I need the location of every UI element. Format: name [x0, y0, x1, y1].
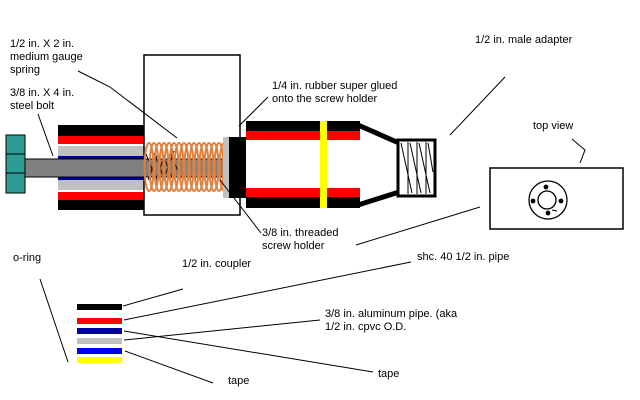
label-tape-left: tape	[228, 375, 250, 387]
left-body-blue-line-top	[58, 156, 144, 159]
label-aluminum-pipe: 3/8 in. aluminum pipe. (aka 1/2 in. cpvc…	[325, 308, 458, 333]
bolt-head	[5, 134, 26, 194]
bolt-head-body	[5, 134, 26, 194]
barrel-red-stripe-top	[246, 131, 360, 140]
leader-coupler	[122, 288, 184, 307]
leader-lines	[37, 70, 586, 384]
label-male-adapter: 1/2 in. male adapter	[475, 34, 573, 46]
label-shc-pipe: shc. 40 1/2 in. pipe	[417, 251, 510, 263]
barrel-assembly	[246, 121, 360, 208]
flange-screw-dot	[530, 198, 536, 204]
leader-male-adapter	[449, 76, 506, 136]
leader-tape-right	[123, 330, 374, 373]
left-body-red-stripe-bottom	[58, 192, 144, 200]
legend-swatch-shc-pipe	[77, 318, 122, 324]
left-body-red-stripe-top	[58, 136, 144, 144]
leader-o-ring	[39, 278, 69, 363]
label-coupler: 1/2 in. coupler	[182, 258, 252, 270]
legend-swatch-o-ring	[77, 357, 122, 363]
male-adapter-threads	[400, 142, 434, 194]
barrel-taper	[356, 122, 401, 208]
label-tape-right: tape	[378, 368, 400, 380]
label-spring: 1/2 in. X 2 in. medium gauge spring	[10, 38, 83, 76]
leader-rubber	[238, 96, 269, 127]
taper-bottom-edge	[357, 189, 400, 208]
legend	[77, 304, 122, 363]
leader-steel-bolt	[37, 113, 54, 157]
flange-mark	[551, 209, 558, 212]
flange-screw-dot	[558, 198, 564, 204]
barrel-bore	[246, 140, 360, 188]
flange-screw-dot	[543, 184, 549, 190]
leader-screw-holder-to-top-view	[355, 206, 481, 246]
leader-tape-left	[124, 350, 214, 384]
left-body-blue-line-bottom	[58, 177, 144, 180]
label-o-ring: o-ring	[13, 252, 42, 264]
legend-swatch-tape-navy	[77, 328, 122, 334]
left-body-silver-top	[58, 146, 144, 156]
label-steel-bolt: 3/8 in. X 4 in. steel bolt	[10, 87, 75, 112]
leader-screw-holder	[219, 179, 262, 234]
barrel-red-stripe-bottom	[246, 188, 360, 197]
male-adapter	[396, 138, 437, 198]
left-body-white-gap-top	[58, 144, 144, 146]
flange-outer-circle	[528, 180, 568, 220]
left-body-silver-bottom	[58, 180, 144, 190]
leader-shc-pipe	[123, 261, 412, 321]
label-top-view: top view	[533, 120, 574, 132]
screw-holder-bar	[229, 137, 246, 198]
leader-aluminum-pipe	[123, 319, 321, 341]
left-body-white-gap-bottom	[58, 190, 144, 192]
flange-inner-circle	[537, 190, 557, 210]
label-screw-holder: 3/8 in. threaded screw holder	[262, 227, 339, 252]
taper-top-edge	[356, 122, 401, 146]
rubber-washer	[223, 137, 229, 198]
yellow-tape-stripe	[320, 121, 327, 208]
legend-swatch-aluminum	[77, 338, 122, 344]
legend-swatch-coupler	[77, 304, 122, 310]
top-view-panel	[489, 167, 624, 230]
legend-swatch-tape-blue	[77, 348, 122, 354]
leader-spring	[77, 70, 178, 139]
label-rubber: 1/4 in. rubber super glued onto the scre…	[272, 80, 398, 105]
leader-top-view	[571, 138, 586, 164]
flange-screw-dot	[545, 210, 551, 216]
